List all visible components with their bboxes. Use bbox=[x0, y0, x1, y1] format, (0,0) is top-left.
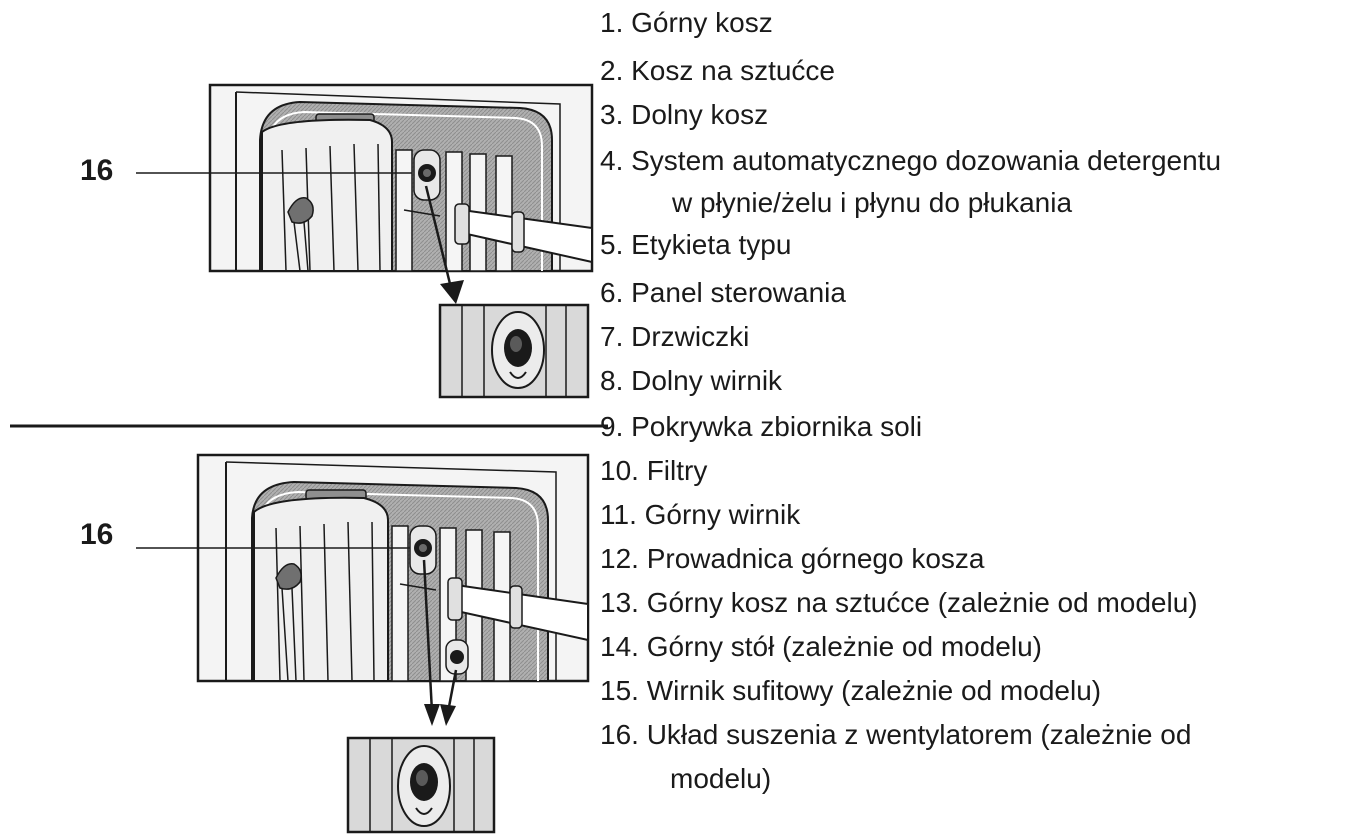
legend-item-continuation: w płynie/żelu i płynu do płukania bbox=[672, 187, 1073, 218]
top-detail-inset bbox=[438, 303, 590, 399]
legend-item: 5. Etykieta typu bbox=[600, 229, 792, 260]
zoom-arrow-icon-right bbox=[440, 704, 456, 726]
legend-item: 8. Dolny wirnik bbox=[600, 365, 783, 396]
bottom-interior-view bbox=[136, 453, 590, 726]
legend-item: 11. Górny wirnik bbox=[600, 499, 801, 530]
top-interior-view bbox=[136, 83, 594, 304]
legend-item-continuation: modelu) bbox=[670, 763, 772, 794]
legend-item: 14. Górny stół (zależnie od modelu) bbox=[600, 631, 1042, 662]
legend-item: 10. Filtry bbox=[600, 455, 708, 486]
legend-item: 7. Drzwiczki bbox=[600, 321, 750, 352]
zoom-arrow-icon-left bbox=[424, 704, 440, 726]
legend-item: 6. Panel sterowania bbox=[600, 277, 846, 308]
legend-item: 2. Kosz na sztućce bbox=[600, 55, 836, 86]
callout-label-bottom: 16 bbox=[80, 518, 114, 551]
zoom-arrow-icon bbox=[440, 280, 464, 304]
legend-item: 3. Dolny kosz bbox=[600, 99, 769, 130]
legend-item: 12. Prowadnica górnego kosza bbox=[600, 543, 985, 574]
legend-item: 4. System automatycznego dozowania deter… bbox=[600, 145, 1222, 176]
legend-item: 13. Górny kosz na sztućce (zależnie od m… bbox=[600, 587, 1198, 618]
legend-item: 16. Układ suszenia z wentylatorem (zależ… bbox=[600, 719, 1192, 750]
legend-item: 1. Górny kosz bbox=[600, 7, 773, 38]
legend-item: 9. Pokrywka zbiornika soli bbox=[600, 411, 923, 442]
legend-item: 15. Wirnik sufitowy (zależnie od modelu) bbox=[600, 675, 1102, 706]
bottom-detail-inset bbox=[346, 736, 496, 834]
callout-label-top: 16 bbox=[80, 154, 114, 187]
